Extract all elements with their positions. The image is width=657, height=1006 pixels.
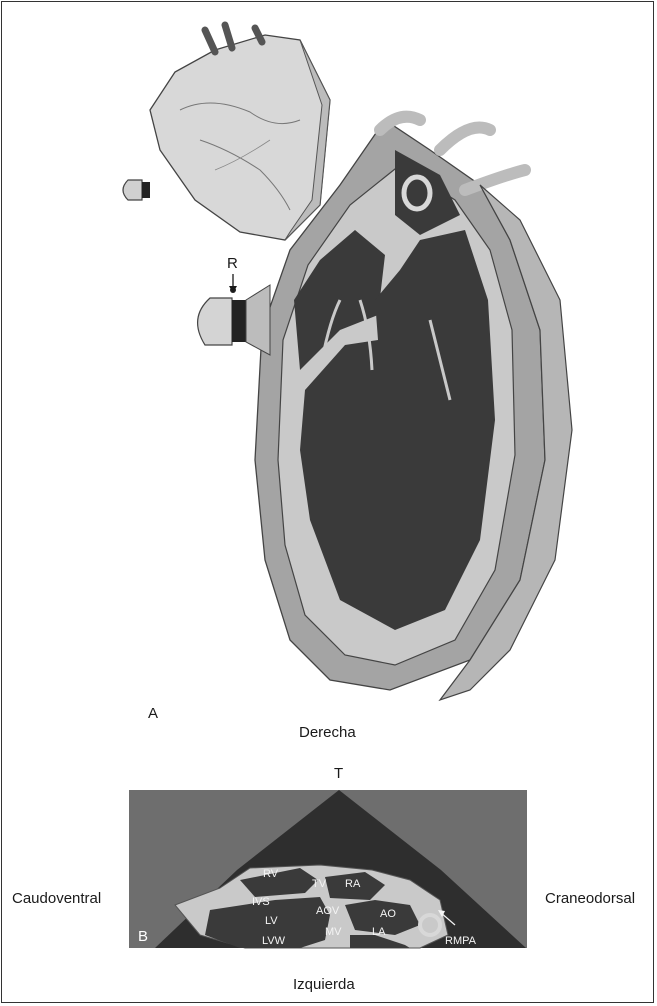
label-mv: MV [325, 926, 342, 938]
label-rmpa: RMPA [445, 935, 476, 947]
caudoventral-label: Caudoventral [12, 890, 101, 907]
label-la: LA [372, 926, 385, 938]
panel-b-letter: B [138, 928, 148, 945]
label-aov: AOV [316, 905, 339, 917]
label-ivs: IVS [252, 896, 270, 908]
label-ao: AO [380, 908, 396, 920]
izquierda-label: Izquierda [293, 976, 355, 993]
label-ra: RA [345, 878, 360, 890]
label-rv: RV [263, 868, 278, 880]
label-tv: TV [312, 878, 326, 890]
label-lvw: LVW [262, 935, 285, 947]
label-lv: LV [265, 915, 278, 927]
craneodorsal-label: Craneodorsal [545, 890, 635, 907]
